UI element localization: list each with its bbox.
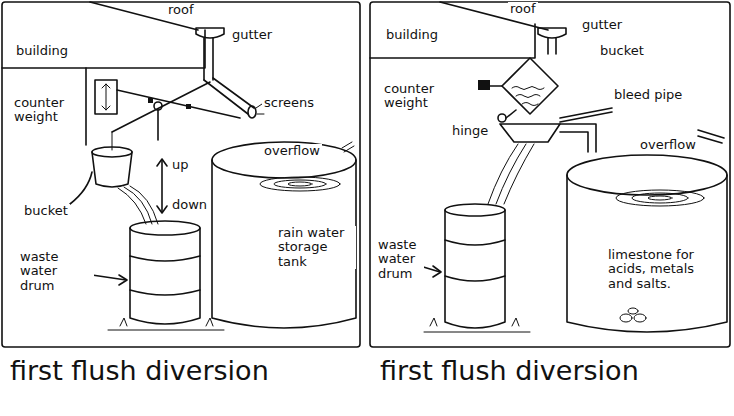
part-name: counter weight — [382, 82, 452, 111]
storage-tank — [567, 155, 727, 332]
ground-grass — [108, 318, 224, 330]
part-name: rain water storage tank — [276, 226, 356, 269]
part-name: overflow — [638, 138, 698, 152]
panel-caption: first flush diversion — [8, 356, 271, 386]
part-name: screens — [262, 96, 316, 110]
direction-label: up — [170, 158, 191, 172]
up-down-arrow — [157, 159, 167, 213]
part-name: counter weight — [12, 96, 82, 125]
part-name: waste water drum — [376, 238, 424, 281]
part-name: bleed pipe — [612, 88, 684, 102]
storage-tank — [212, 142, 356, 328]
building-outline — [370, 2, 548, 58]
panel-frame — [370, 2, 730, 347]
gutter-and-downspout — [538, 28, 566, 54]
left-panel — [2, 2, 360, 347]
part-name: building — [14, 44, 70, 58]
part-name: bucket — [598, 44, 646, 58]
part-name: gutter — [230, 28, 274, 42]
part-name: waste water drum — [18, 250, 94, 293]
tipping-bucket — [478, 58, 558, 122]
bucket-symbol — [92, 147, 158, 224]
panel-caption: first flush diversion — [378, 356, 641, 386]
waste-water-drum — [70, 172, 200, 324]
part-name: roof — [166, 3, 196, 17]
part-name: roof — [508, 2, 538, 16]
direction-label: down — [170, 198, 209, 212]
part-name: bucket — [22, 204, 70, 218]
right-panel — [370, 2, 730, 347]
collector-and-pipes — [488, 108, 724, 204]
building-outline — [2, 2, 205, 145]
part-name: building — [384, 28, 440, 42]
part-name: hinge — [450, 124, 490, 138]
lever-mechanism — [95, 80, 240, 150]
panel-frame — [2, 2, 360, 347]
part-name: gutter — [580, 18, 624, 32]
part-name: overflow — [262, 144, 322, 158]
waste-water-drum — [420, 204, 505, 328]
ground-grass — [424, 318, 530, 332]
part-name: limestone for acids, metals and salts. — [606, 248, 724, 291]
